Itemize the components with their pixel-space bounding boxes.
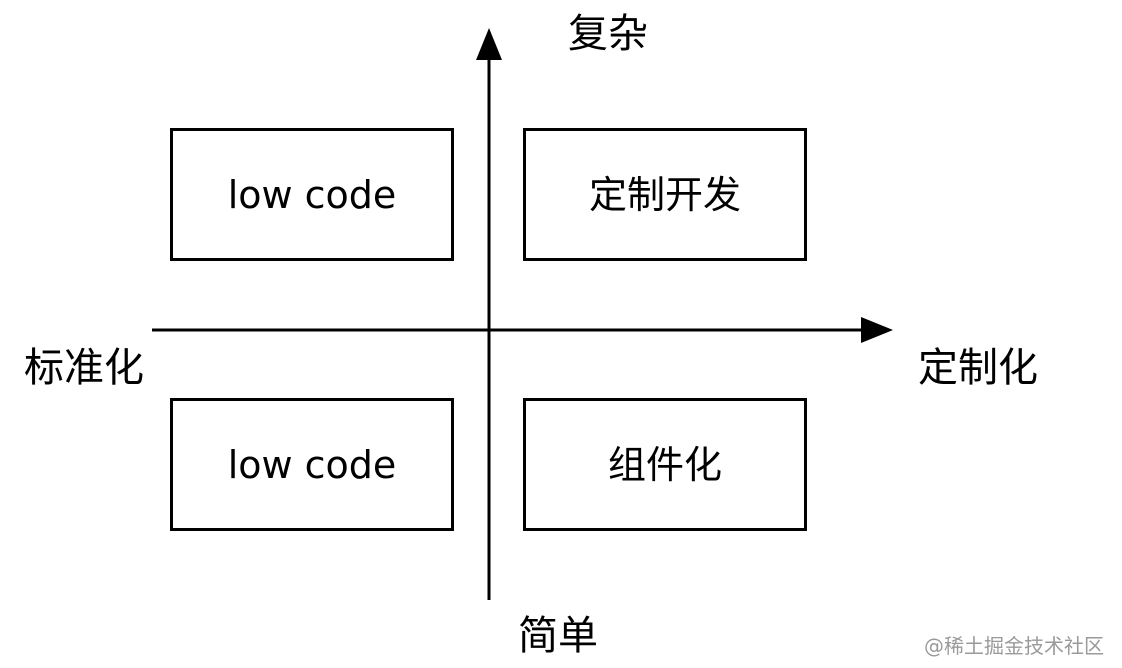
quadrant-box-bottom-right: 组件化: [523, 398, 807, 531]
quadrant-box-top-right: 定制开发: [523, 128, 807, 261]
vertical-axis-arrowhead: [476, 28, 502, 60]
quadrant-box-top-left: low code: [170, 128, 454, 261]
quadrant-label-bottom-left: low code: [227, 442, 397, 487]
quadrant-box-bottom-left: low code: [170, 398, 454, 531]
axis-label-top: 复杂: [568, 11, 648, 57]
quadrant-label-top-right: 定制开发: [588, 172, 741, 217]
quadrant-label-bottom-right: 组件化: [607, 442, 722, 487]
axis-label-bottom: 简单: [518, 613, 598, 659]
watermark: @稀土掘金技术社区: [924, 634, 1104, 658]
horizontal-axis-arrowhead: [861, 317, 893, 343]
axis-label-right: 定制化: [918, 345, 1038, 391]
quadrant-label-top-left: low code: [227, 172, 397, 217]
axis-label-left: 标准化: [24, 345, 144, 391]
